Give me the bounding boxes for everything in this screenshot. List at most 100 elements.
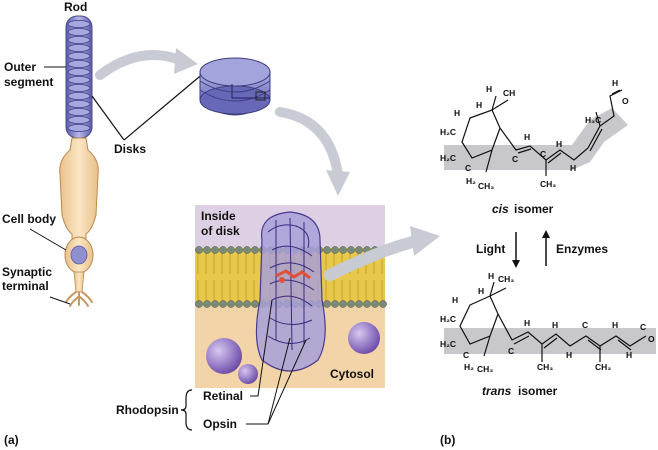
lipid-head — [323, 246, 331, 254]
inside-disk-label-2: of disk — [201, 224, 240, 238]
cis-isomer-label-prefix: cis — [492, 202, 509, 216]
lipid-head — [379, 300, 387, 308]
lipid-head — [195, 300, 203, 308]
outer-segment-label-1: Outer — [4, 60, 36, 74]
rod-disk — [67, 27, 91, 36]
svg-text:CH₃: CH₃ — [540, 179, 556, 189]
lipid-head — [339, 246, 347, 254]
svg-text:CH₃: CH₃ — [595, 362, 611, 372]
svg-text:H₂C: H₂C — [440, 339, 456, 349]
lipid-head — [195, 246, 203, 254]
lipid-head — [347, 300, 355, 308]
rod-disk — [67, 92, 91, 101]
lipid-head — [203, 246, 211, 254]
opsin-label: Opsin — [203, 417, 237, 431]
svg-text:C: C — [582, 320, 588, 330]
lipid-head — [219, 300, 227, 308]
lipid-head — [203, 300, 211, 308]
svg-text:H₃C: H₃C — [585, 115, 601, 125]
lipid-head — [243, 300, 251, 308]
synaptic-label-1: Synaptic — [2, 265, 52, 279]
lipid-head — [219, 246, 227, 254]
svg-text:H: H — [488, 271, 494, 281]
lipid-head — [243, 246, 251, 254]
svg-text:O: O — [622, 96, 629, 106]
rod-disk — [67, 68, 91, 77]
lipid-head — [371, 300, 379, 308]
rod-disk — [67, 108, 91, 117]
lipid-head — [227, 300, 235, 308]
rod-disk — [67, 84, 91, 93]
inside-disk-label-1: Inside — [201, 209, 236, 223]
svg-text:H₂C: H₂C — [440, 127, 456, 137]
rod-disk — [67, 52, 91, 61]
lipid-head — [331, 300, 339, 308]
svg-text:H: H — [524, 318, 530, 328]
lipid-head — [211, 300, 219, 308]
light-label: Light — [476, 242, 505, 256]
svg-text:H₂: H₂ — [464, 362, 474, 372]
rhodopsin-label: Rhodopsin — [116, 403, 179, 417]
rod-label: Rod — [64, 0, 87, 14]
svg-text:H: H — [452, 295, 458, 305]
cytosol-label: Cytosol — [330, 367, 374, 381]
rod-disk — [67, 124, 91, 133]
trans-isomer-label: isomer — [518, 384, 558, 398]
svg-text:H: H — [476, 100, 482, 110]
outer-segment-label-2: segment — [4, 75, 53, 89]
trans-isomer-label-prefix: trans — [482, 384, 512, 398]
svg-text:H: H — [612, 320, 618, 330]
svg-text:H: H — [556, 139, 562, 149]
synaptic-label-2: terminal — [2, 279, 49, 293]
disks-label: Disks — [114, 142, 146, 156]
svg-text:H: H — [524, 132, 530, 142]
svg-text:C: C — [465, 163, 471, 173]
lipid-head — [211, 246, 219, 254]
svg-text:H: H — [478, 286, 484, 296]
lipid-head — [363, 300, 371, 308]
svg-text:H: H — [552, 320, 558, 330]
rod-disk — [67, 60, 91, 69]
rod-cell — [59, 15, 99, 307]
svg-text:H: H — [612, 78, 618, 88]
svg-text:H: H — [454, 108, 460, 118]
disk-stack-3d — [199, 57, 271, 116]
svg-text:C: C — [640, 322, 646, 332]
svg-text:H: H — [486, 84, 492, 94]
svg-text:C: C — [512, 154, 518, 164]
svg-text:C: C — [540, 149, 546, 159]
trans-word: trans — [482, 384, 512, 398]
lipid-head — [323, 300, 331, 308]
svg-text:H₂C: H₂C — [440, 153, 456, 163]
lipid-head — [235, 246, 243, 254]
lipid-head — [235, 300, 243, 308]
panel-a-tag: (a) — [4, 433, 19, 447]
rod-disk — [67, 116, 91, 125]
rod-disk — [67, 19, 91, 28]
rod-disk — [67, 36, 91, 45]
svg-text:C: C — [508, 346, 514, 356]
svg-text:H: H — [626, 350, 632, 360]
rod-disk — [67, 76, 91, 85]
retinal-label: Retinal — [203, 389, 243, 403]
cis-isomer-label: isomer — [514, 202, 554, 216]
svg-text:CH: CH — [503, 88, 515, 98]
lipid-head — [347, 246, 355, 254]
svg-text:O: O — [648, 334, 655, 344]
rod-disk-stack — [67, 19, 91, 133]
rhodopsin-brace — [180, 389, 193, 431]
lipid-head — [251, 246, 259, 254]
svg-text:H₂: H₂ — [466, 176, 476, 186]
rod-disk — [67, 44, 91, 53]
enzymes-label: Enzymes — [556, 242, 608, 256]
lipid-head — [227, 246, 235, 254]
svg-text:H: H — [570, 163, 576, 173]
svg-text:H₂C: H₂C — [440, 314, 456, 324]
svg-text:C: C — [463, 350, 469, 360]
cis-word: cis — [492, 202, 509, 216]
lipid-head — [251, 300, 259, 308]
svg-text:CH₃: CH₃ — [498, 274, 514, 284]
